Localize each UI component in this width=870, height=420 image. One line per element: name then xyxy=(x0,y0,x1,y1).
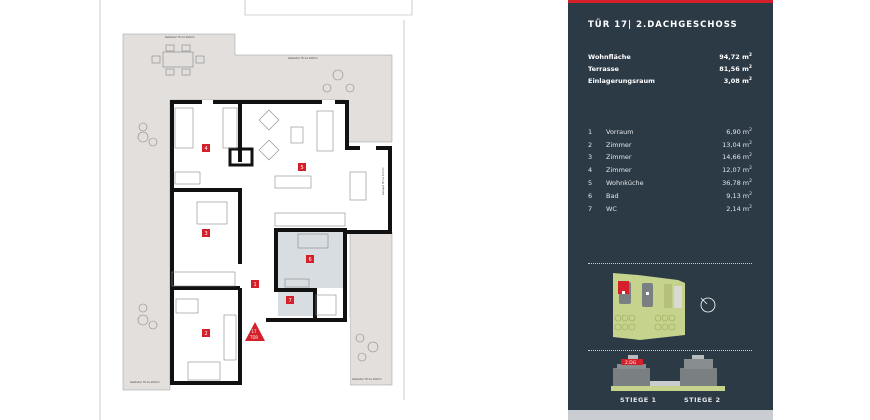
svg-text:17: 17 xyxy=(252,329,258,334)
svg-text:3: 3 xyxy=(205,231,208,237)
terrace xyxy=(122,33,393,391)
room-badge-1: 1 xyxy=(251,280,259,288)
room-badge-4: 4 xyxy=(202,144,210,152)
accent-bar xyxy=(568,0,773,3)
railing-label: Geländer H=ca 100cm xyxy=(130,380,160,384)
svg-text:1: 1 xyxy=(254,282,257,288)
svg-text:5: 5 xyxy=(301,165,304,171)
svg-text:TÜR: TÜR xyxy=(249,335,258,340)
unit-title: TÜR 17| 2.DACHGESCHOSS xyxy=(588,20,738,30)
railing-label: Geländer H=ca 100cm xyxy=(165,35,195,39)
svg-text:4: 4 xyxy=(205,146,208,152)
railing-label: Geländer H=ca 100cm xyxy=(352,377,382,381)
furniture xyxy=(137,44,379,381)
railing-label: Geländer H=ca 100cm xyxy=(288,56,318,60)
unit-highlight xyxy=(618,281,629,294)
svg-text:2.DG: 2.DG xyxy=(625,360,637,366)
divider xyxy=(588,263,752,264)
floor-tag xyxy=(621,359,643,365)
parapet-label: Parapet H=ca 100cm xyxy=(381,167,385,195)
svg-text:6: 6 xyxy=(309,257,312,263)
room-badge-7: 7 xyxy=(286,296,294,304)
room-badge-5: 5 xyxy=(298,163,306,171)
floor-plan: Geländer H=ca 100cm Geländer H=ca 100cm … xyxy=(99,0,413,420)
stiege-2-label: STIEGE 2 xyxy=(684,396,721,404)
stiege-1-label: STIEGE 1 xyxy=(620,396,657,404)
frame-line xyxy=(244,0,413,16)
building-section: 2.DG xyxy=(611,355,725,391)
bottom-bar xyxy=(568,410,773,420)
svg-text:7: 7 xyxy=(289,298,292,304)
wc-floor xyxy=(278,290,314,316)
site-map xyxy=(613,273,716,340)
shaft xyxy=(228,147,254,167)
room-badge-6: 6 xyxy=(306,255,314,263)
room-badge-3: 3 xyxy=(202,229,210,237)
divider xyxy=(588,350,752,351)
svg-text:2: 2 xyxy=(205,331,208,337)
room-badge-2: 2 xyxy=(202,329,210,337)
compass-icon xyxy=(700,297,716,313)
door-marker: 17 TÜR xyxy=(245,322,265,341)
